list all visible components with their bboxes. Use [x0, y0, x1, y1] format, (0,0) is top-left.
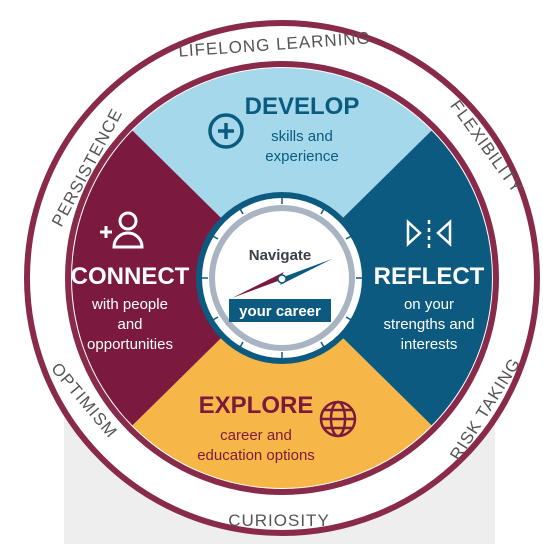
explore-title: EXPLORE	[199, 392, 314, 419]
develop-line1: skills and	[271, 128, 333, 145]
explore-line1: career and	[220, 427, 292, 444]
connect-line3: opportunities	[87, 336, 173, 353]
compass-bottom-label-box	[229, 299, 331, 322]
compass-needle-north	[280, 259, 332, 285]
mirror-reflect-icon	[406, 219, 452, 248]
connect-title: CONNECT	[71, 263, 190, 290]
compass-bottom-label: your career	[239, 303, 321, 320]
reflect-line2: strengths and	[384, 316, 475, 333]
plus-circle-icon	[208, 113, 244, 149]
trait-bottom: CURIOSITY	[228, 511, 330, 530]
explore-line2: education options	[197, 447, 315, 464]
compass-icon	[196, 192, 368, 364]
develop-icon-group	[208, 113, 244, 149]
connect-line1: with people	[91, 296, 168, 313]
develop-line2: experience	[265, 148, 338, 165]
reflect-line1: on your	[404, 296, 454, 313]
globe-icon	[319, 400, 357, 438]
reflect-line3: interests	[401, 336, 458, 353]
quadrant-connect	[72, 68, 282, 488]
compass-needle-south	[232, 272, 284, 298]
develop-title: DEVELOP	[245, 93, 360, 120]
inner-ring	[65, 61, 499, 495]
reflect-title: REFLECT	[374, 263, 485, 290]
quadrant-reflect	[282, 68, 492, 488]
add-person-icon	[100, 211, 144, 249]
connect-line2: and	[117, 316, 142, 333]
compass-top-label: Navigate	[249, 247, 312, 264]
